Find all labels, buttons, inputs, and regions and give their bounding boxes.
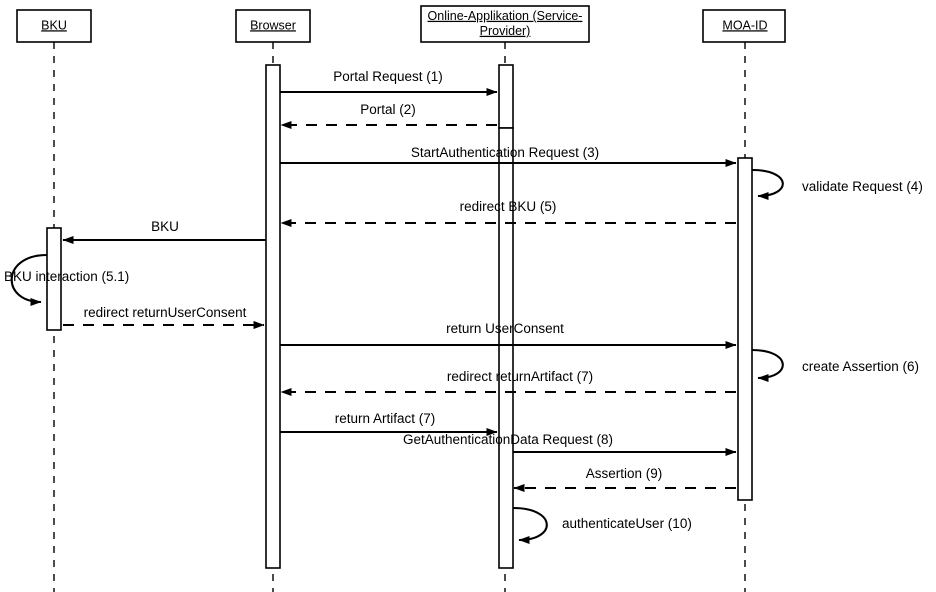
lifeline-moaid: MOA-ID	[702, 9, 786, 592]
message-label-6a: redirect returnUserConsent	[84, 305, 247, 320]
self-message-arrow-6	[751, 348, 784, 382]
message-label-4: validate Request (4)	[802, 179, 923, 194]
lifeline-label-moaid: MOA-ID	[722, 18, 767, 32]
message-label-5b: BKU	[151, 219, 179, 234]
message-label-1: Portal Request (1)	[333, 69, 443, 84]
activation-bar-oa	[498, 64, 514, 129]
lifeline-label-bku: BKU	[41, 18, 67, 32]
activation-bar-bku	[46, 227, 62, 331]
message-label-6b: return UserConsent	[446, 321, 564, 336]
message-label-7a: redirect returnArtifact (7)	[447, 369, 593, 384]
lifeline-head-box-moaid	[702, 9, 786, 43]
activation-bar-oa	[498, 127, 514, 569]
lifeline-label-browser: Browser	[250, 18, 296, 32]
message-label-10: authenticateUser (10)	[562, 516, 692, 531]
lifeline-label-oa: Provider)	[480, 24, 531, 38]
lifeline-oa: Online-Applikation (Service-Provider)	[420, 5, 590, 592]
self-message-arrow-4	[751, 168, 784, 200]
self-message-arrow-10	[512, 506, 548, 544]
message-label-3: StartAuthentication Request (3)	[411, 145, 599, 160]
message-label-8: GetAuthenticationData Request (8)	[403, 432, 613, 447]
self-message-arrow-5.1	[10, 253, 48, 306]
activation-bar-moaid	[737, 157, 753, 501]
message-label-5.1: BKU interaction (5.1)	[4, 269, 129, 284]
message-label-5: redirect BKU (5)	[460, 199, 557, 214]
lifeline-bku: BKU	[16, 9, 92, 592]
message-label-7b: return Artifact (7)	[335, 411, 436, 426]
lifelines-layer: BKU Browser Online-Applikation (Service-Pr…	[16, 5, 786, 592]
lifeline-head-box-oa	[420, 5, 590, 43]
messages-layer	[10, 88, 784, 544]
activation-bar-browser	[265, 64, 281, 569]
lifeline-label-oa: Online-Applikation (Service-	[428, 9, 583, 23]
message-labels-layer: Portal Request (1) Portal (2) StartAuthent…	[4, 69, 923, 531]
activations-layer	[46, 64, 753, 569]
lifeline-head-box-bku	[16, 9, 92, 43]
message-label-6: create Assertion (6)	[802, 359, 919, 374]
message-label-9: Assertion (9)	[586, 466, 663, 481]
lifeline-browser: Browser	[235, 9, 311, 592]
message-label-2: Portal (2)	[360, 102, 416, 117]
